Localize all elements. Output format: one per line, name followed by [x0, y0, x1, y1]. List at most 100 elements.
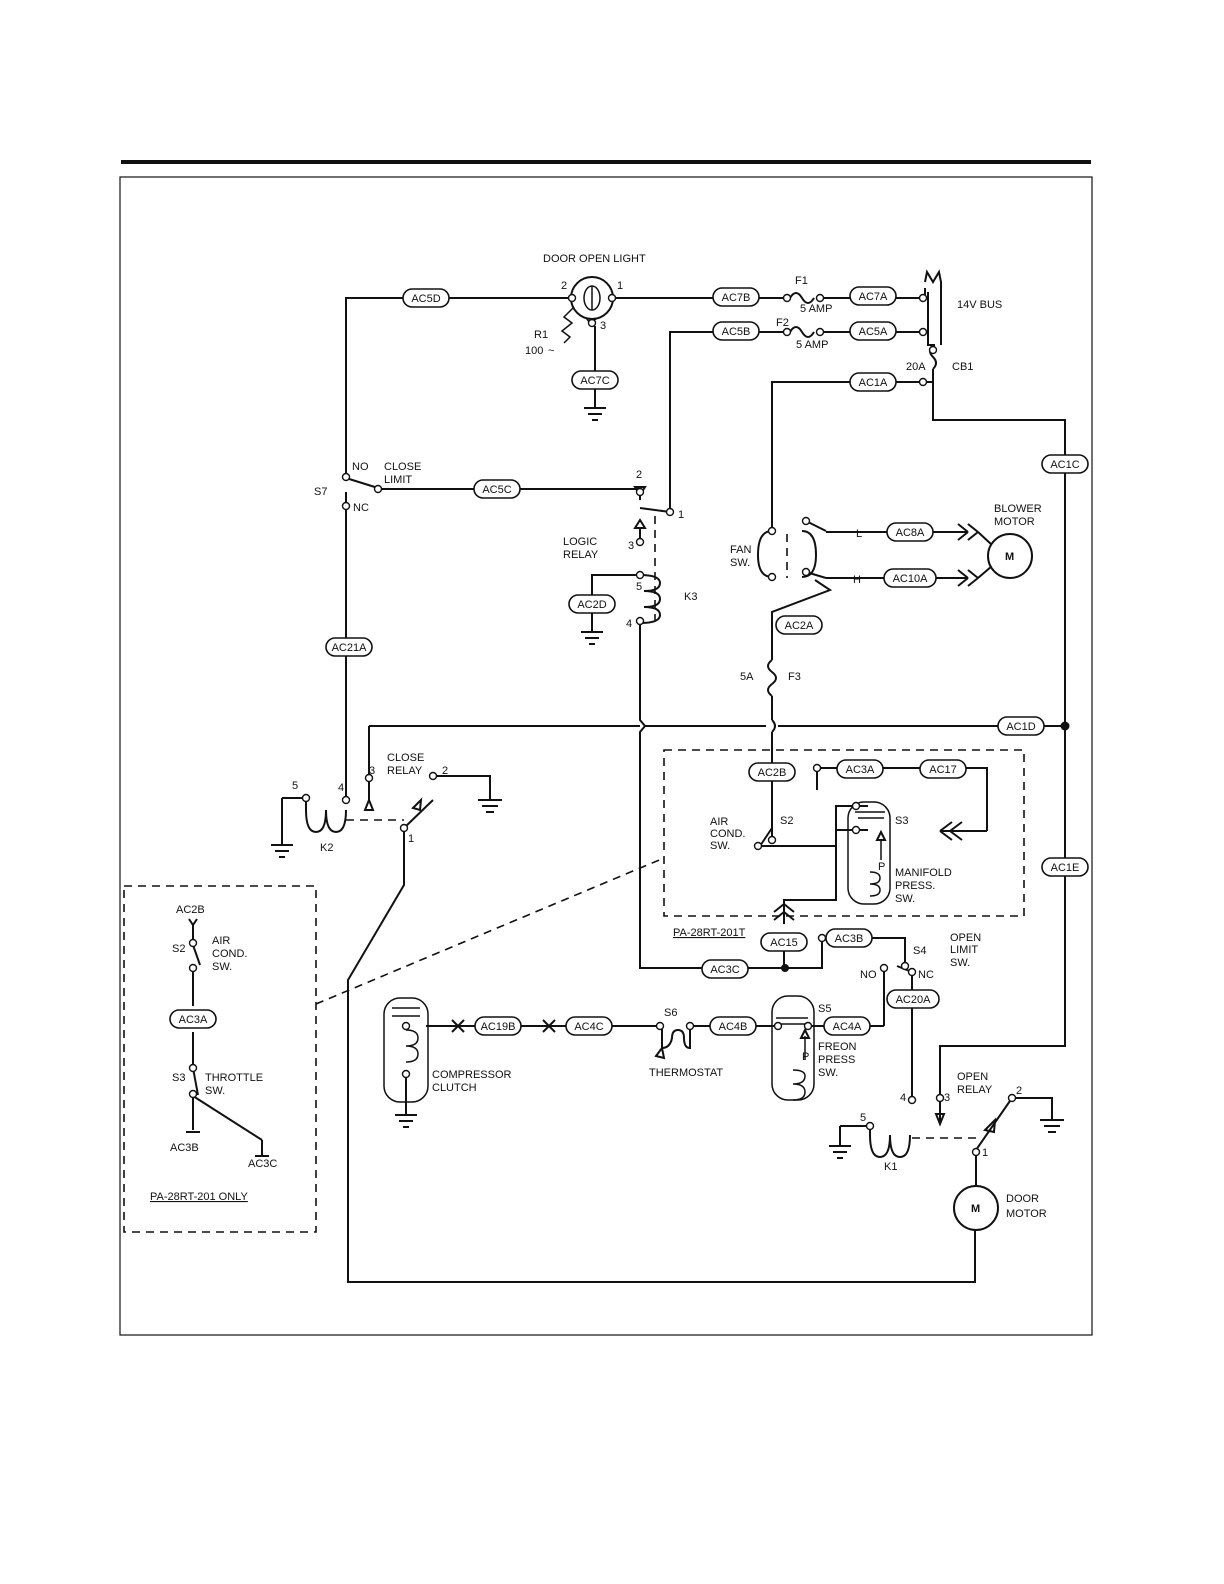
wire-label-AC5A: AC5A	[849, 321, 897, 341]
bus-label: 14V BUS	[957, 299, 1002, 311]
svg-text:K2: K2	[320, 842, 333, 854]
wire-label-AC2D: AC2D	[568, 594, 616, 614]
svg-text:AIR: AIR	[212, 935, 230, 947]
svg-text:S7: S7	[314, 486, 327, 498]
svg-text:AC2A: AC2A	[785, 620, 814, 632]
svg-text:AC4A: AC4A	[833, 1021, 862, 1033]
svg-text:BLOWER: BLOWER	[994, 503, 1042, 515]
svg-text:AC5A: AC5A	[859, 326, 888, 338]
svg-text:S2: S2	[172, 943, 185, 955]
svg-text:1: 1	[678, 509, 684, 521]
svg-text:5A: 5A	[740, 671, 754, 683]
wire-label-AC7A: AC7A	[849, 286, 897, 306]
wire-label-AC3A: AC3A	[836, 759, 884, 779]
svg-text:COMPRESSOR: COMPRESSOR	[432, 1069, 512, 1081]
svg-text:3: 3	[369, 765, 375, 777]
svg-text:COND.: COND.	[212, 948, 247, 960]
svg-text:NC: NC	[918, 969, 934, 981]
door-motor-symbol	[953, 1185, 999, 1231]
wire-label-AC5D: AC5D	[402, 288, 450, 308]
wire-label-AC2A: AC2A	[775, 615, 823, 635]
svg-text:LIMIT: LIMIT	[384, 474, 412, 486]
wire-label-AC19B: AC19B	[474, 1016, 522, 1036]
wire-label-AC20A: AC20A	[886, 989, 940, 1009]
svg-text:S2: S2	[780, 815, 793, 827]
svg-text:F3: F3	[788, 671, 801, 683]
svg-text:AC1E: AC1E	[1051, 862, 1080, 874]
svg-text:4: 4	[338, 782, 344, 794]
svg-text:OPEN: OPEN	[957, 1071, 988, 1083]
svg-text:3: 3	[628, 540, 634, 552]
svg-text:PRESS.: PRESS.	[895, 880, 935, 892]
svg-text:S3: S3	[172, 1072, 185, 1084]
svg-text:AC1D: AC1D	[1006, 721, 1035, 733]
svg-text:COND.: COND.	[710, 828, 745, 840]
svg-text:4: 4	[900, 1092, 906, 1104]
svg-text:MOTOR: MOTOR	[1006, 1208, 1047, 1220]
svg-text:MOTOR: MOTOR	[994, 516, 1035, 528]
junction-dot	[781, 964, 789, 972]
svg-text:RELAY: RELAY	[387, 765, 423, 777]
terminals	[188, 293, 1017, 1157]
svg-text:RELAY: RELAY	[563, 549, 599, 561]
svg-text:AC2B: AC2B	[176, 904, 205, 916]
wire-label-AC4C: AC4C	[565, 1016, 613, 1036]
svg-text:NO: NO	[860, 969, 877, 981]
wire-label-AC1D: AC1D	[997, 716, 1045, 736]
svg-text:P: P	[802, 1051, 809, 1063]
svg-text:AC4C: AC4C	[574, 1021, 603, 1033]
svg-text:PA-28RT-201 ONLY: PA-28RT-201 ONLY	[150, 1191, 248, 1203]
svg-text:AC3B: AC3B	[835, 933, 864, 945]
wire-label-AC10A: AC10A	[883, 568, 937, 588]
svg-text:4: 4	[626, 618, 632, 630]
diagram-frame	[119, 176, 1093, 1336]
wire-label-AC7B: AC7B	[712, 287, 760, 307]
svg-text:AC3B: AC3B	[170, 1142, 199, 1154]
svg-text:K3: K3	[684, 591, 697, 603]
wire-label-AC5B: AC5B	[712, 321, 760, 341]
svg-text:OPEN: OPEN	[950, 932, 981, 944]
svg-text:SW.: SW.	[205, 1085, 225, 1097]
wire-label-AC1E: AC1E	[1041, 857, 1089, 877]
svg-text:NO: NO	[352, 461, 369, 473]
svg-text:AC7B: AC7B	[722, 292, 751, 304]
wire-label-AC7C: AC7C	[571, 370, 619, 390]
svg-text:~: ~	[548, 345, 554, 357]
svg-text:AC17: AC17	[929, 764, 957, 776]
svg-text:S4: S4	[913, 945, 926, 957]
wire-label-AC1C: AC1C	[1041, 454, 1089, 474]
svg-text:MANIFOLD: MANIFOLD	[895, 867, 952, 879]
svg-text:AIR: AIR	[710, 816, 728, 828]
svg-text:SW.: SW.	[730, 557, 750, 569]
svg-text:F1: F1	[795, 275, 808, 287]
svg-text:FAN: FAN	[730, 544, 751, 556]
door-open-light-label: DOOR OPEN LIGHT	[543, 253, 646, 265]
svg-text:5: 5	[292, 780, 298, 792]
svg-text:R1: R1	[534, 329, 548, 341]
svg-text:5: 5	[860, 1112, 866, 1124]
svg-text:AC2D: AC2D	[577, 599, 606, 611]
svg-text:2: 2	[442, 765, 448, 777]
blower-motor-symbol	[987, 533, 1033, 579]
svg-text:2: 2	[636, 469, 642, 481]
svg-text:PA-28RT-201T: PA-28RT-201T	[673, 927, 746, 939]
svg-text:1: 1	[408, 833, 414, 845]
svg-text:1: 1	[982, 1147, 988, 1159]
wire-label-AC1A: AC1A	[849, 372, 897, 392]
svg-text:AC10A: AC10A	[893, 573, 929, 585]
svg-text:SW.: SW.	[895, 893, 915, 905]
svg-text:AC20A: AC20A	[896, 994, 932, 1006]
wire-label-AC15: AC15	[760, 932, 808, 952]
svg-text:THERMOSTAT: THERMOSTAT	[649, 1067, 723, 1079]
wire-label-AC5C: AC5C	[473, 479, 521, 499]
svg-text:SW.: SW.	[950, 957, 970, 969]
svg-text:LIMIT: LIMIT	[950, 944, 978, 956]
svg-text:S5: S5	[818, 1003, 831, 1015]
svg-text:AC4B: AC4B	[719, 1021, 748, 1033]
svg-text:P: P	[878, 861, 885, 873]
svg-text:AC8A: AC8A	[896, 527, 925, 539]
svg-text:AC7C: AC7C	[580, 375, 609, 387]
inset-label-AC3A: AC3A	[169, 1009, 217, 1029]
wire-label-AC17: AC17	[919, 759, 967, 779]
